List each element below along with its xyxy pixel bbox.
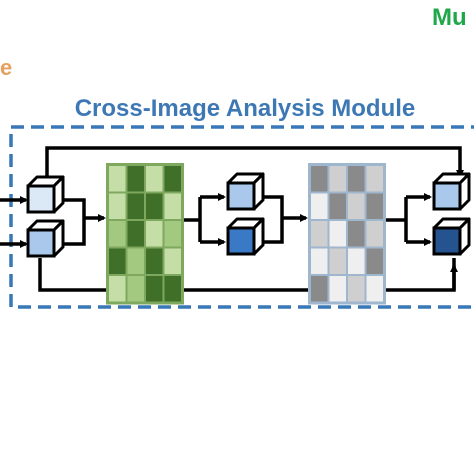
matrix-cell xyxy=(164,276,181,302)
matrix-cell xyxy=(329,276,346,302)
matrix-cell xyxy=(146,248,163,274)
gray-attention-matrix xyxy=(308,163,386,305)
matrix-cell xyxy=(311,193,328,219)
matrix-cell xyxy=(164,166,181,192)
output-cube-bottom xyxy=(432,217,471,256)
green-attention-matrix xyxy=(106,163,184,305)
output-cube-top xyxy=(432,172,471,211)
matrix-cell xyxy=(329,166,346,192)
matrix-cell xyxy=(348,193,365,219)
matrix-cell xyxy=(109,248,126,274)
matrix-cell xyxy=(127,193,144,219)
matrix-cell xyxy=(366,166,383,192)
matrix-cell xyxy=(164,248,181,274)
matrix-cell xyxy=(109,221,126,247)
matrix-cell xyxy=(348,166,365,192)
matrix-cell xyxy=(164,221,181,247)
input-cube-bottom xyxy=(26,219,65,258)
feature-cubes xyxy=(26,172,471,258)
matrix-cell xyxy=(127,276,144,302)
matrix-cell xyxy=(146,276,163,302)
input-cube-top xyxy=(26,175,65,214)
left-label: e xyxy=(0,55,12,80)
matrix-cell xyxy=(127,248,144,274)
matrix-cell xyxy=(311,276,328,302)
connectors xyxy=(0,146,464,292)
matrix-cell xyxy=(348,248,365,274)
mid-cube-top xyxy=(226,172,265,211)
matrix-cell xyxy=(348,276,365,302)
matrix-cell xyxy=(127,166,144,192)
matrix-cell xyxy=(127,221,144,247)
matrix-cell xyxy=(366,193,383,219)
module-frame xyxy=(9,125,474,309)
matrix-cell xyxy=(311,166,328,192)
matrix-cell xyxy=(146,193,163,219)
matrix-cell xyxy=(329,193,346,219)
matrix-cell xyxy=(329,221,346,247)
top-right-label: Mu xyxy=(432,4,467,31)
matrix-cell xyxy=(146,166,163,192)
mid-cube-bottom xyxy=(226,217,265,256)
matrix-cell xyxy=(329,248,346,274)
module-title: Cross-Image Analysis Module xyxy=(75,95,416,122)
matrix-cell xyxy=(366,248,383,274)
matrix-cell xyxy=(366,276,383,302)
matrix-cell xyxy=(366,221,383,247)
matrix-cell xyxy=(109,166,126,192)
matrix-cell xyxy=(164,193,181,219)
matrix-cell xyxy=(311,221,328,247)
matrix-cell xyxy=(311,248,328,274)
matrix-cell xyxy=(146,221,163,247)
matrix-cell xyxy=(109,193,126,219)
matrix-cell xyxy=(348,221,365,247)
matrix-cell xyxy=(109,276,126,302)
